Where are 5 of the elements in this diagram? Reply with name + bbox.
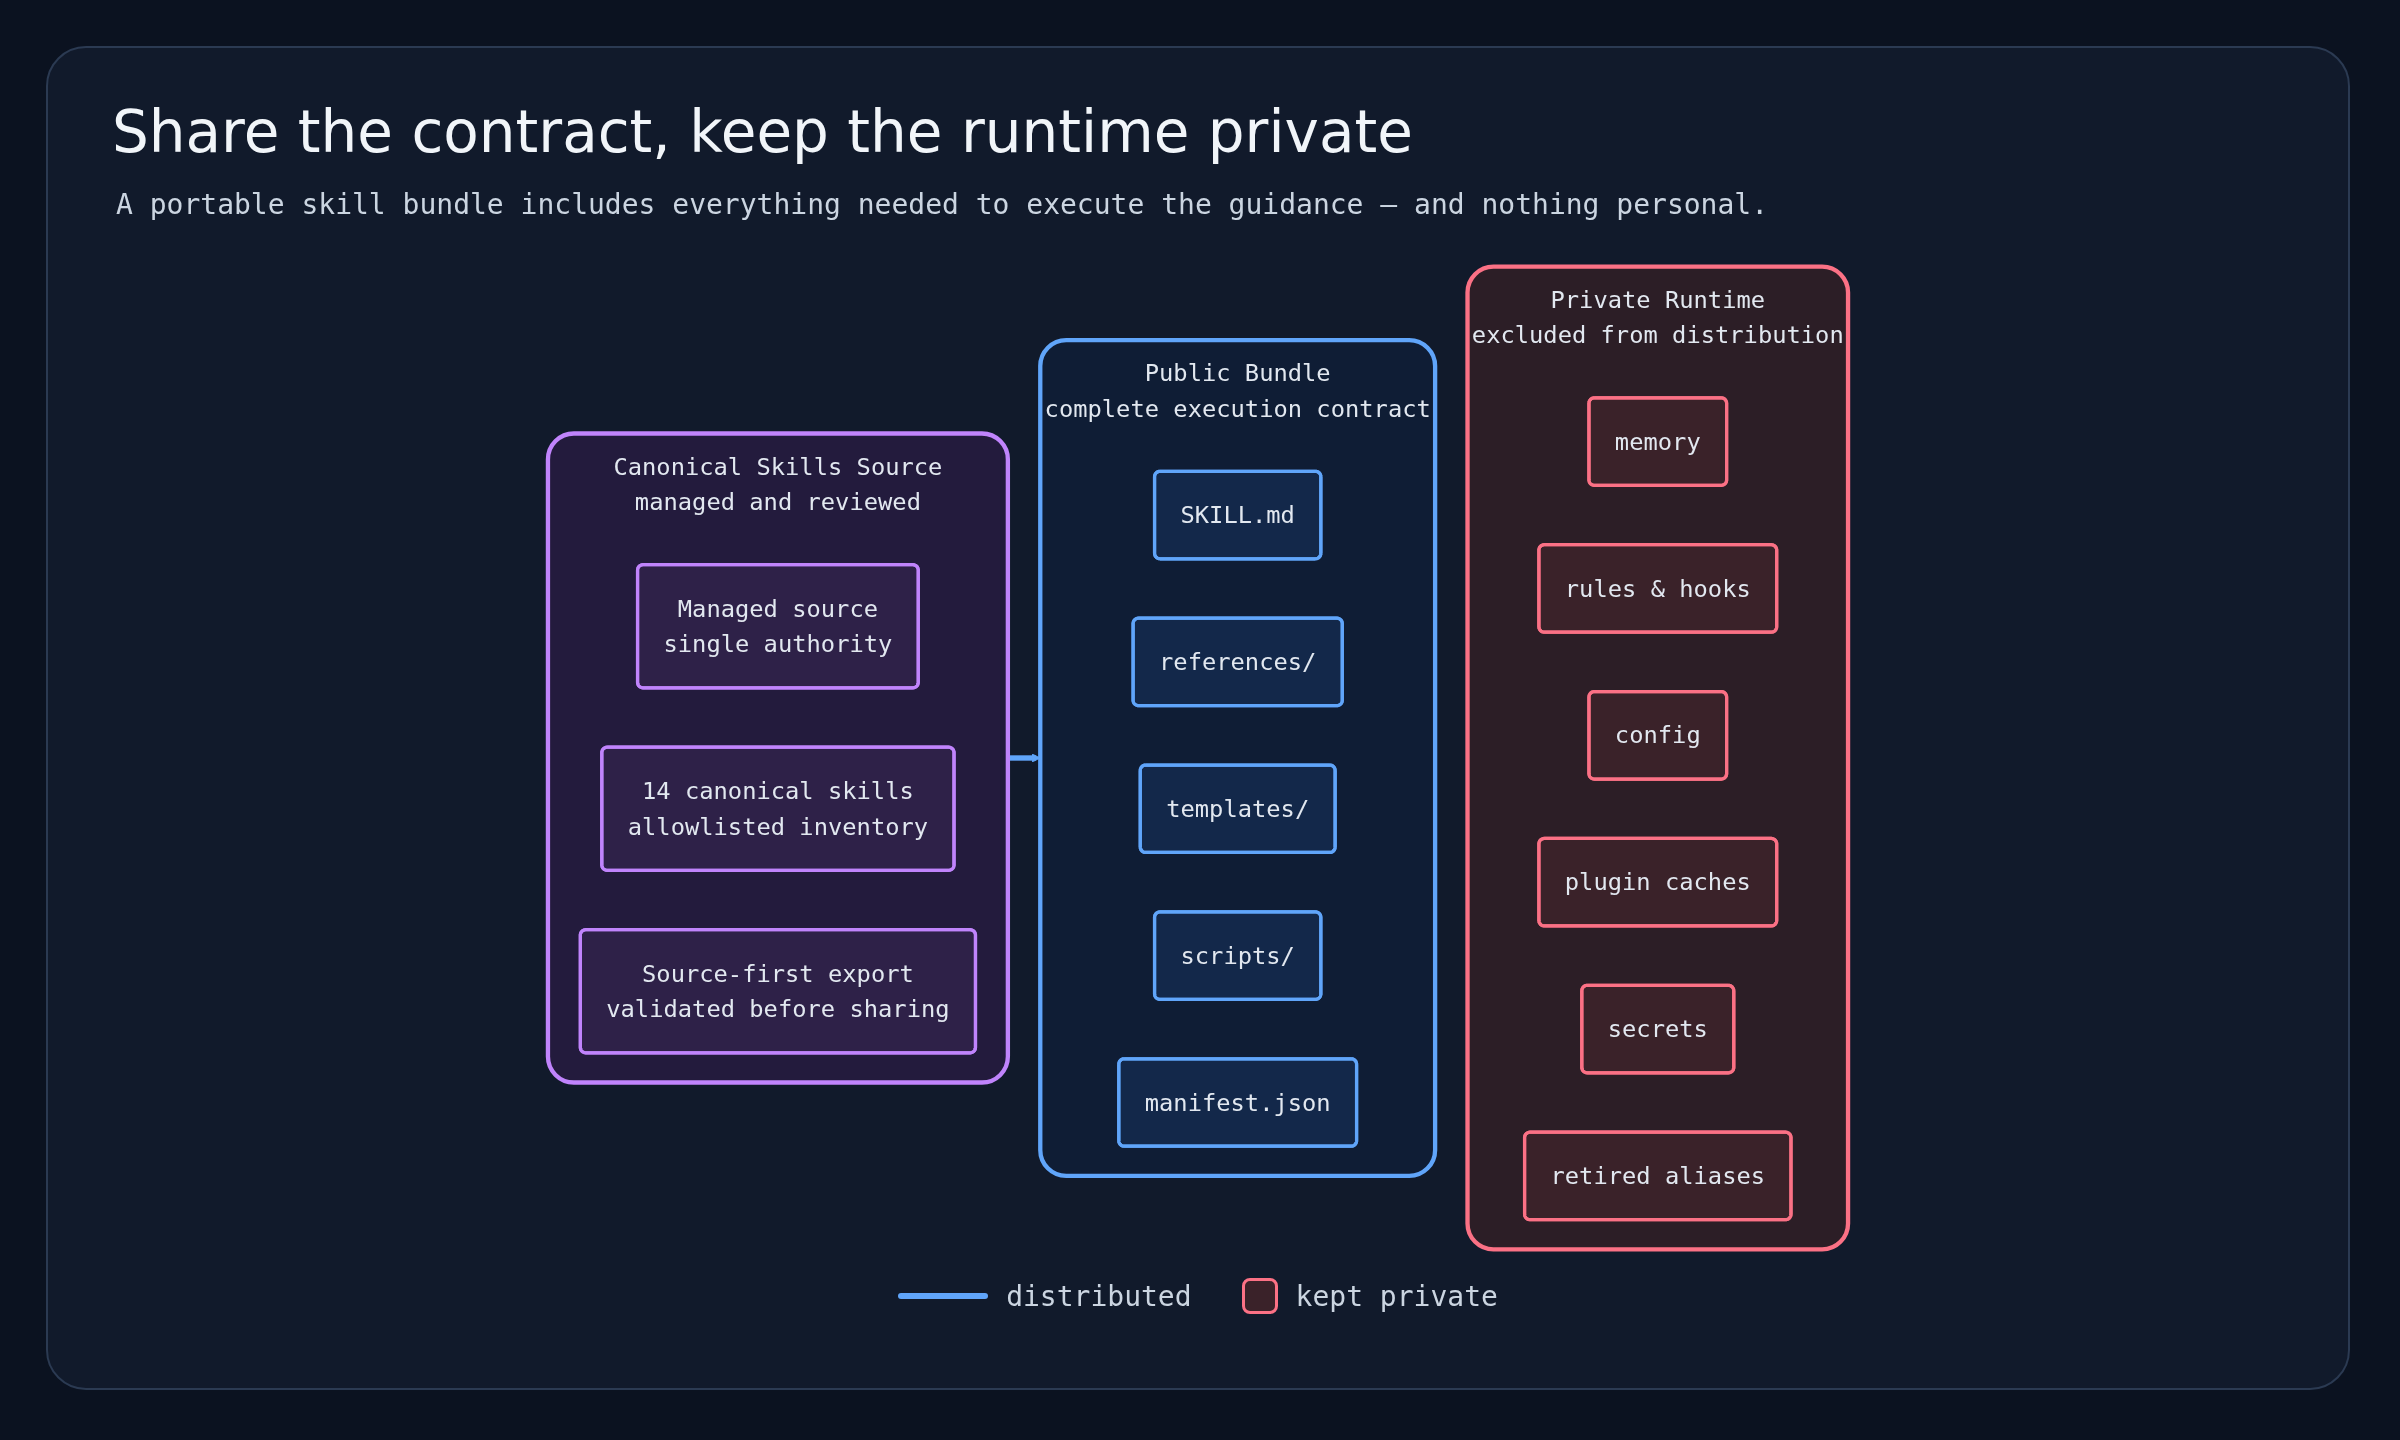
- diagram-title: Share the contract, keep the runtime private: [112, 98, 1413, 166]
- diagram-subtitle: A portable skill bundle includes everything needed to execute the guidance – and nothing personal.: [116, 188, 1769, 221]
- legend-label: distributed: [1006, 1279, 1192, 1313]
- legend-label: kept private: [1295, 1279, 1498, 1313]
- arrow: [1007, 753, 1041, 763]
